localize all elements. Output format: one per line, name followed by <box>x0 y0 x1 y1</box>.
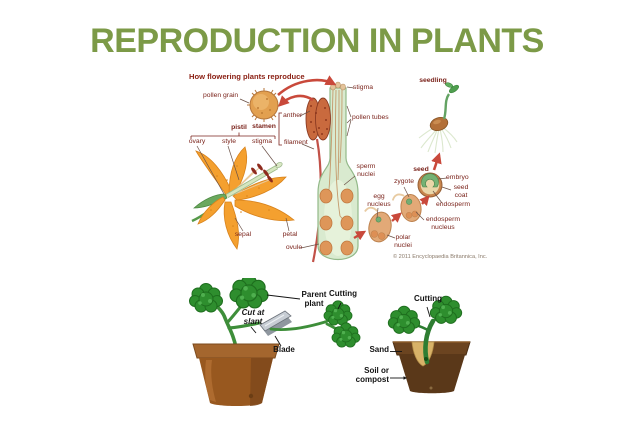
label-brackets <box>190 112 282 146</box>
ovule-zygote-stage <box>391 193 422 222</box>
label-ovary: ovary <box>188 138 206 145</box>
label-ovule: ovule <box>285 244 303 251</box>
label-sepal: sepal <box>234 231 252 238</box>
cuttings-art <box>189 278 471 406</box>
label-stigma-top: stigma <box>353 84 374 91</box>
label-blade: Blade <box>273 345 295 354</box>
planted-cutting-group <box>387 295 471 394</box>
right-pot-body <box>399 355 465 394</box>
label-stigma: stigma <box>251 138 273 145</box>
anther-illustration <box>305 97 331 141</box>
label-seed: seed <box>413 166 429 173</box>
label-stamen: stamen <box>252 123 276 130</box>
label-style: style <box>222 138 236 145</box>
label-seedling: seedling <box>419 77 447 84</box>
page-title: REPRODUCTION IN PLANTS <box>90 22 544 60</box>
seed-illustration <box>417 172 443 198</box>
label-pollen-grain: pollen grain <box>203 92 239 99</box>
label-sand: Sand <box>369 345 389 354</box>
label-endosperm-nucleus: endosperm nucleus <box>425 216 460 231</box>
label-embryo: embryo <box>446 174 469 181</box>
flower-illustration <box>191 146 295 250</box>
label-parent-plant: Parent plant <box>301 290 327 308</box>
label-pistil: pistil <box>231 124 247 131</box>
label-filament: filament <box>284 139 308 146</box>
flower-diagram-heading: How flowering plants reproduce <box>189 72 305 81</box>
label-egg-nucleus: egg nucleus <box>367 193 391 208</box>
label-petal: petal <box>282 231 298 238</box>
cutting-leader-lines <box>250 294 431 380</box>
cuttings-diagram: Parent plant Cutting Cut at slant Blade … <box>165 278 525 423</box>
seedling-illustration <box>418 82 459 154</box>
pollen-grain-illustration <box>247 88 281 122</box>
pistil-column <box>317 81 359 260</box>
arrow-anther-to-pollen <box>278 94 314 107</box>
flowering-plants-art <box>190 75 459 263</box>
label-seed-coat: seed coat <box>453 184 469 199</box>
label-cut-at-slant: Cut at slant <box>241 308 265 326</box>
britannica-credit: © 2011 Encyclopaedia Britannica, Inc. <box>393 254 488 260</box>
label-pollen-tubes: pollen tubes <box>352 114 389 121</box>
parent-plant-group <box>189 278 280 406</box>
label-polar-nuclei: polar nuclei <box>394 234 412 249</box>
label-cutting-right: Cutting <box>414 294 442 303</box>
left-pot-rim <box>192 343 280 359</box>
label-sperm-nuclei: sperm nuclei <box>356 163 376 178</box>
label-soil-or-compost: Soil or compost <box>355 366 389 384</box>
label-zygote: zygote <box>393 178 415 185</box>
arrow-pollen-to-stigma <box>277 75 337 96</box>
cutting-sprig-left <box>269 300 361 348</box>
label-endosperm: endosperm <box>436 201 471 208</box>
blade-illustration <box>259 310 292 336</box>
flowering-plants-diagram: How flowering plants reproduce pollen gr… <box>183 68 515 272</box>
label-anther: anther <box>283 112 303 119</box>
label-cutting-left: Cutting <box>329 289 357 298</box>
ovule-egg-stage <box>364 206 392 243</box>
stage-arrows <box>353 152 442 241</box>
leader-lines <box>196 86 452 249</box>
